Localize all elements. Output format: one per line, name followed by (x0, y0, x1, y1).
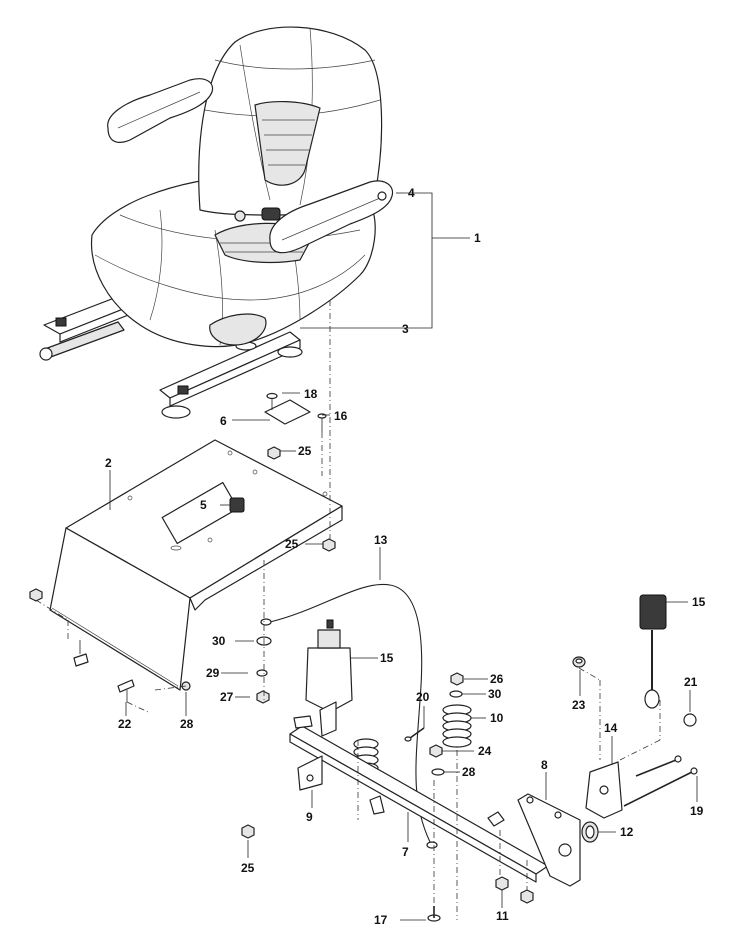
callout-15-right: 15 (692, 595, 706, 609)
nut-24 (429, 744, 443, 758)
leader-lines (79, 192, 698, 921)
seat-belt-buckle (305, 619, 353, 737)
seat-armrests (107, 78, 394, 254)
stud-22 (117, 679, 135, 702)
mounting-bar-7 (289, 715, 549, 883)
nut-23 (572, 656, 586, 668)
nut-left (29, 588, 43, 602)
seat-plate (264, 399, 311, 425)
seat-backrest (198, 26, 383, 264)
spring-10 (442, 704, 472, 748)
callout-15-center: 15 (380, 651, 394, 665)
callout-10: 10 (490, 711, 504, 725)
callout-29: 29 (206, 666, 220, 680)
nut-11a (495, 876, 509, 891)
callout-4: 4 (408, 186, 415, 200)
callout-5: 5 (200, 498, 207, 512)
bracket-8 (517, 793, 581, 887)
seat-pan-cover (49, 439, 343, 691)
seat-adjust-knob (234, 210, 246, 222)
seat-belt-tongue (639, 594, 667, 709)
callout-25-mid: 25 (285, 537, 299, 551)
callout-30-left: 30 (212, 634, 226, 648)
callout-22: 22 (118, 717, 132, 731)
seat-assembly (39, 26, 394, 419)
bolt-17 (427, 906, 441, 922)
callout-21: 21 (684, 675, 698, 689)
callout-28-left: 28 (180, 717, 194, 731)
nut-25-bottom (241, 824, 255, 839)
nut-25-mid (322, 538, 336, 552)
nut-27 (256, 690, 270, 704)
callout-14: 14 (604, 721, 618, 735)
callout-1: 1 (474, 231, 481, 245)
washer-29 (256, 669, 268, 677)
callout-labels: 1 2 3 4 5 6 7 8 9 10 11 12 13 14 15 15 1… (105, 186, 706, 925)
bolt-20 (404, 727, 425, 742)
bracket-14 (585, 761, 623, 819)
callout-20: 20 (416, 690, 430, 704)
washer-30b (449, 690, 463, 698)
nut-26 (450, 672, 464, 686)
spacer-21 (683, 713, 697, 727)
cable-13 (260, 583, 438, 849)
clip (487, 811, 505, 827)
callout-11: 11 (496, 909, 509, 923)
seat-switch-5 (226, 497, 245, 513)
nut-11b (520, 889, 534, 904)
callout-25-top: 25 (298, 444, 312, 458)
callout-8: 8 (541, 758, 548, 772)
callout-24: 24 (478, 744, 492, 758)
washer-28 (431, 768, 445, 776)
callout-12: 12 (620, 825, 634, 839)
callout-9: 9 (306, 810, 313, 824)
bolt-16 (317, 413, 327, 432)
callout-13: 13 (374, 533, 388, 547)
callout-28-right: 28 (462, 765, 476, 779)
seat-switch (261, 207, 281, 221)
callout-18: 18 (304, 387, 318, 401)
bolt-19 (623, 767, 698, 807)
bolt-18 (266, 392, 278, 410)
bolt-front (73, 653, 89, 667)
callout-7: 7 (402, 845, 409, 859)
callout-16: 16 (334, 409, 348, 423)
callout-17: 17 (374, 913, 388, 925)
assembly-center-lines (35, 300, 661, 920)
callout-23: 23 (572, 698, 586, 712)
callout-26: 26 (490, 672, 504, 686)
callout-25-bottom: 25 (241, 861, 255, 875)
callout-6: 6 (220, 414, 227, 428)
callout-19: 19 (690, 804, 704, 818)
callout-27: 27 (220, 690, 234, 704)
callout-2: 2 (105, 456, 112, 470)
callout-3: 3 (402, 322, 409, 336)
bushing-12 (581, 821, 599, 843)
nut-25-top (267, 446, 281, 460)
callout-30-right: 30 (488, 687, 502, 701)
bolt-upper-right (635, 755, 682, 777)
